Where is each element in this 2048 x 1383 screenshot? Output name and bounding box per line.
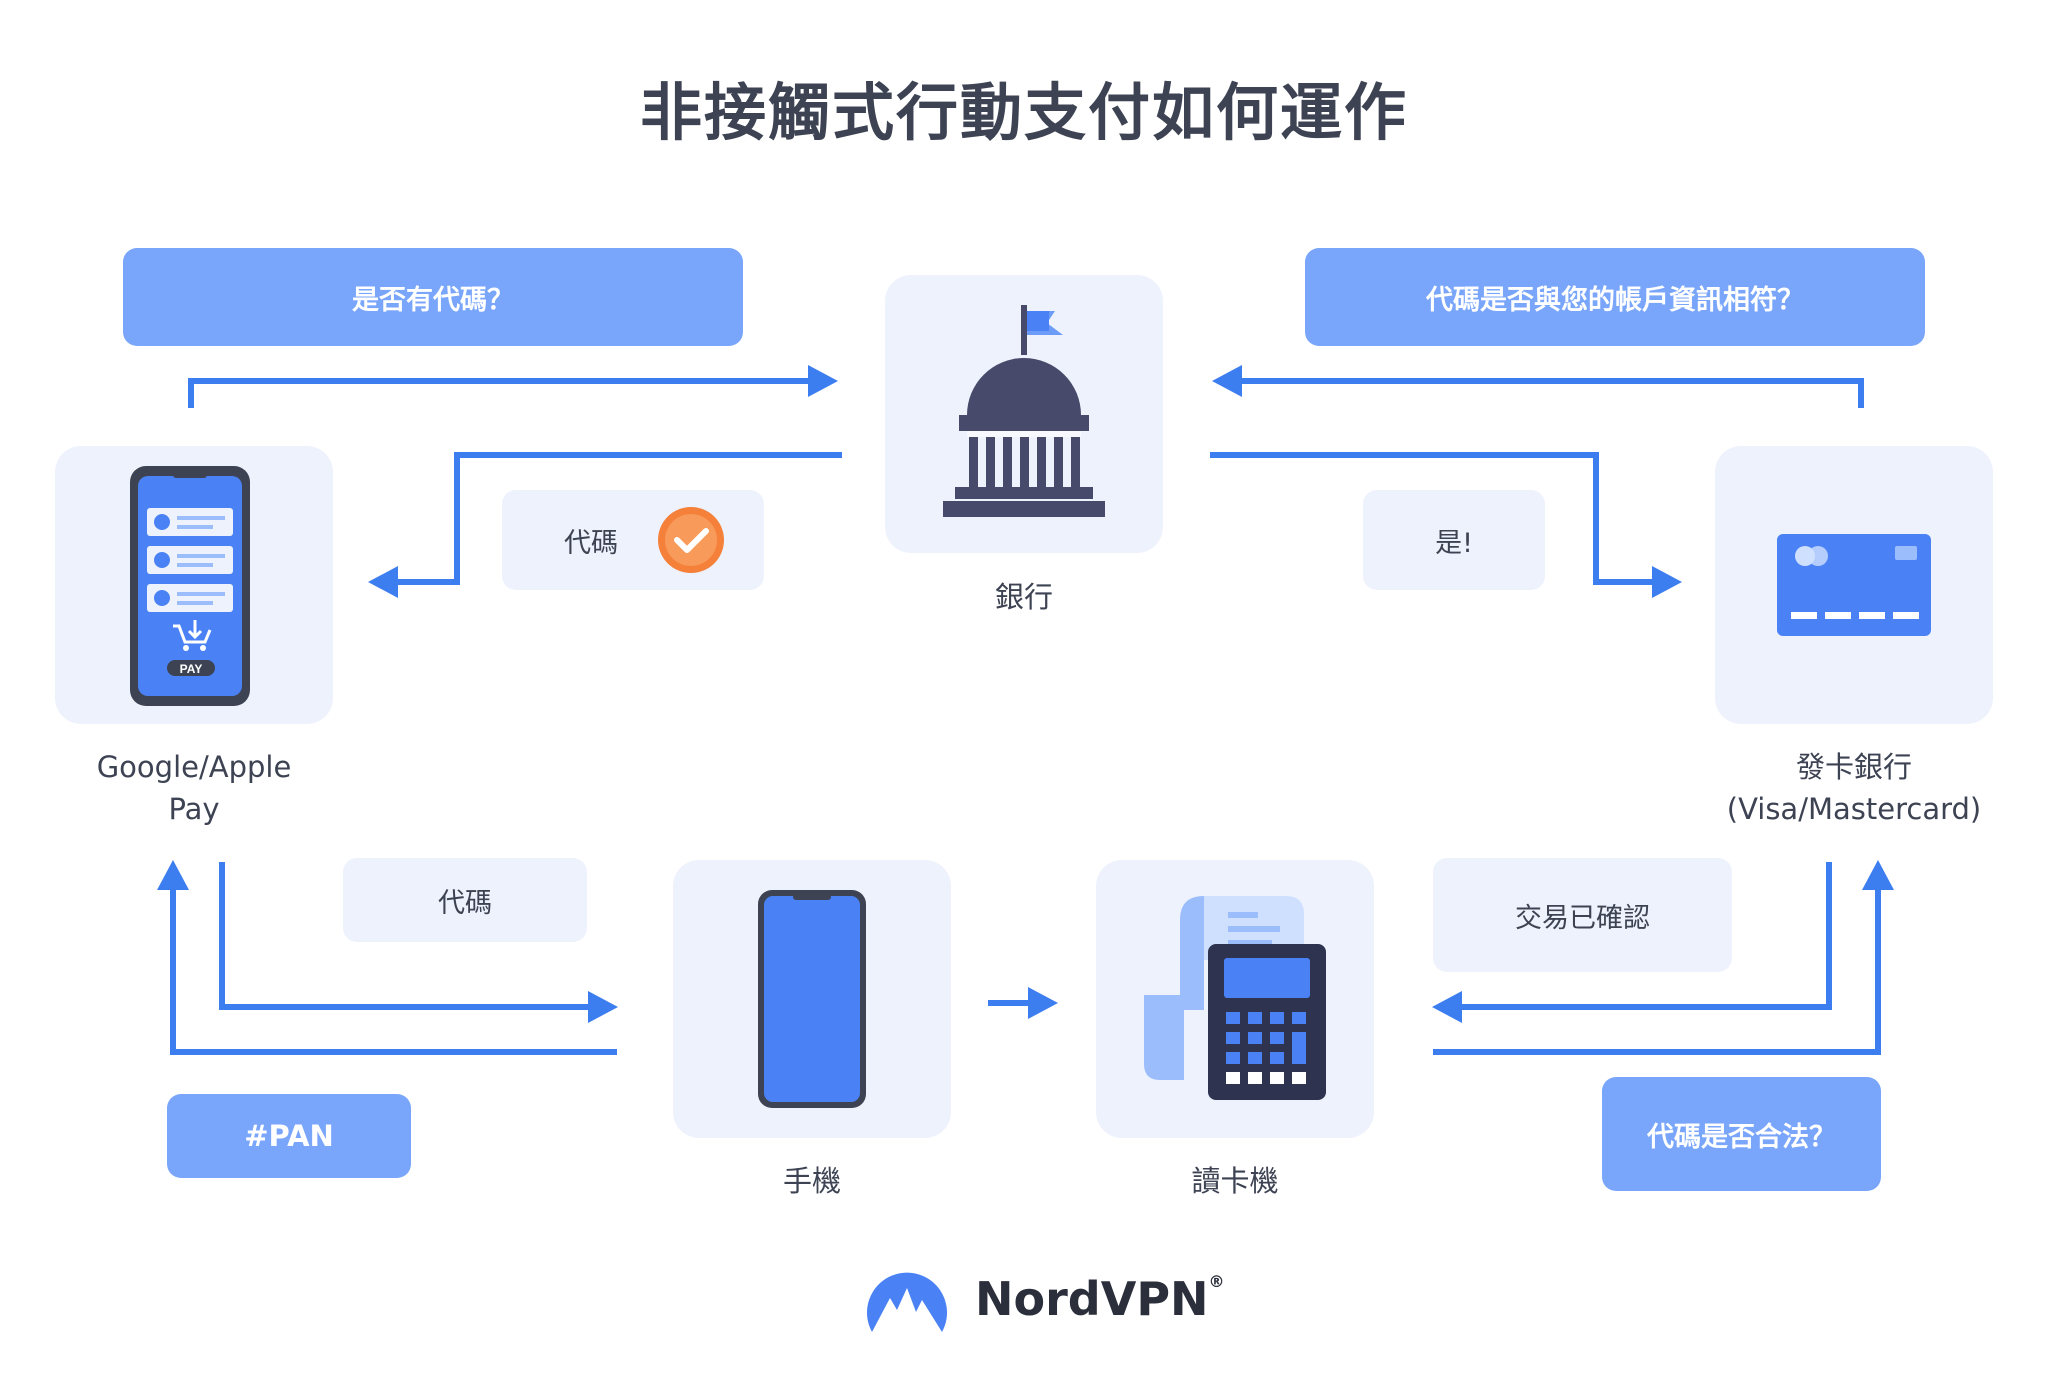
arrow-wallet-to-bank [188,378,810,408]
bank-label: 銀行 [994,580,1053,614]
arrowhead [808,365,838,397]
bubble-has-token-text: 是否有代碼？ [352,284,514,316]
logo-name: NordVPN [975,1272,1209,1326]
bubble-token-match: 代碼是否與您的帳戶資訊相符？ [1305,248,1925,346]
bubble-token-valid-text: 代碼是否合法？ [1647,1121,1836,1153]
arrow-reader-to-issuer [1433,890,1881,1055]
bubble-yes: 是! [1363,490,1545,590]
mobile-wallet-icon: PAY [130,466,250,706]
phone-label: 手機 [782,1164,841,1198]
page-title: 非接觸式行動支付如何運作 [639,76,1408,149]
pay-label: PAY [180,662,203,676]
bubble-pan-text: #PAN [244,1119,334,1153]
reader-label: 讀卡機 [1191,1164,1279,1198]
arrowhead [1862,860,1894,890]
arrow-bank-to-issuer [1210,452,1654,585]
logo-trademark: ® [1208,1272,1225,1291]
arrow-wallet-to-phone [219,862,590,1010]
bank-card [885,275,1163,553]
arrowhead [1652,566,1682,598]
smartphone-icon [758,890,866,1108]
issuer-card [1715,446,1993,724]
bubble-yes-text: 是! [1435,527,1473,559]
arrow-bank-to-wallet [396,452,842,585]
bubble-token-phone: 代碼 [343,858,587,942]
arrowhead [1028,987,1058,1019]
wallet-label: Google/Apple Pay [96,750,292,826]
card-reader-icon [1144,896,1326,1100]
reader-card [1096,860,1374,1138]
wallet-card: PAY [55,446,333,724]
bubble-has-token: 是否有代碼？ [123,248,743,346]
arrowhead [157,860,189,890]
arrow-issuer-to-reader [1460,862,1832,1010]
arrowhead [368,566,398,598]
bubble-token-match-text: 代碼是否與您的帳戶資訊相符？ [1426,284,1804,316]
bubble-token-valid: 代碼是否合法？ [1602,1077,1881,1191]
arrowhead [1432,991,1462,1023]
bubble-confirmed: 交易已確認 [1433,858,1732,972]
arrowhead [588,991,618,1023]
credit-card-icon [1777,534,1931,636]
bubble-confirmed-text: 交易已確認 [1515,902,1650,934]
arrow-issuer-to-bank [1240,378,1864,408]
bank-icon [943,305,1105,517]
arrowhead [1212,365,1242,397]
logo-text: NordVPN® [975,1272,1225,1326]
arrow-phone-to-wallet [170,890,617,1055]
bubble-token-ok-text: 代碼 [564,527,618,559]
bubble-token-phone-text: 代碼 [438,887,492,919]
bubble-token-ok: 代碼 [502,490,764,590]
issuer-label: 發卡銀行 (Visa/Mastercard) [1726,750,1982,826]
checkmark-icon [658,507,724,573]
bubble-pan: #PAN [167,1094,411,1178]
phone-card [673,860,951,1138]
nordvpn-logo-icon [867,1272,947,1332]
